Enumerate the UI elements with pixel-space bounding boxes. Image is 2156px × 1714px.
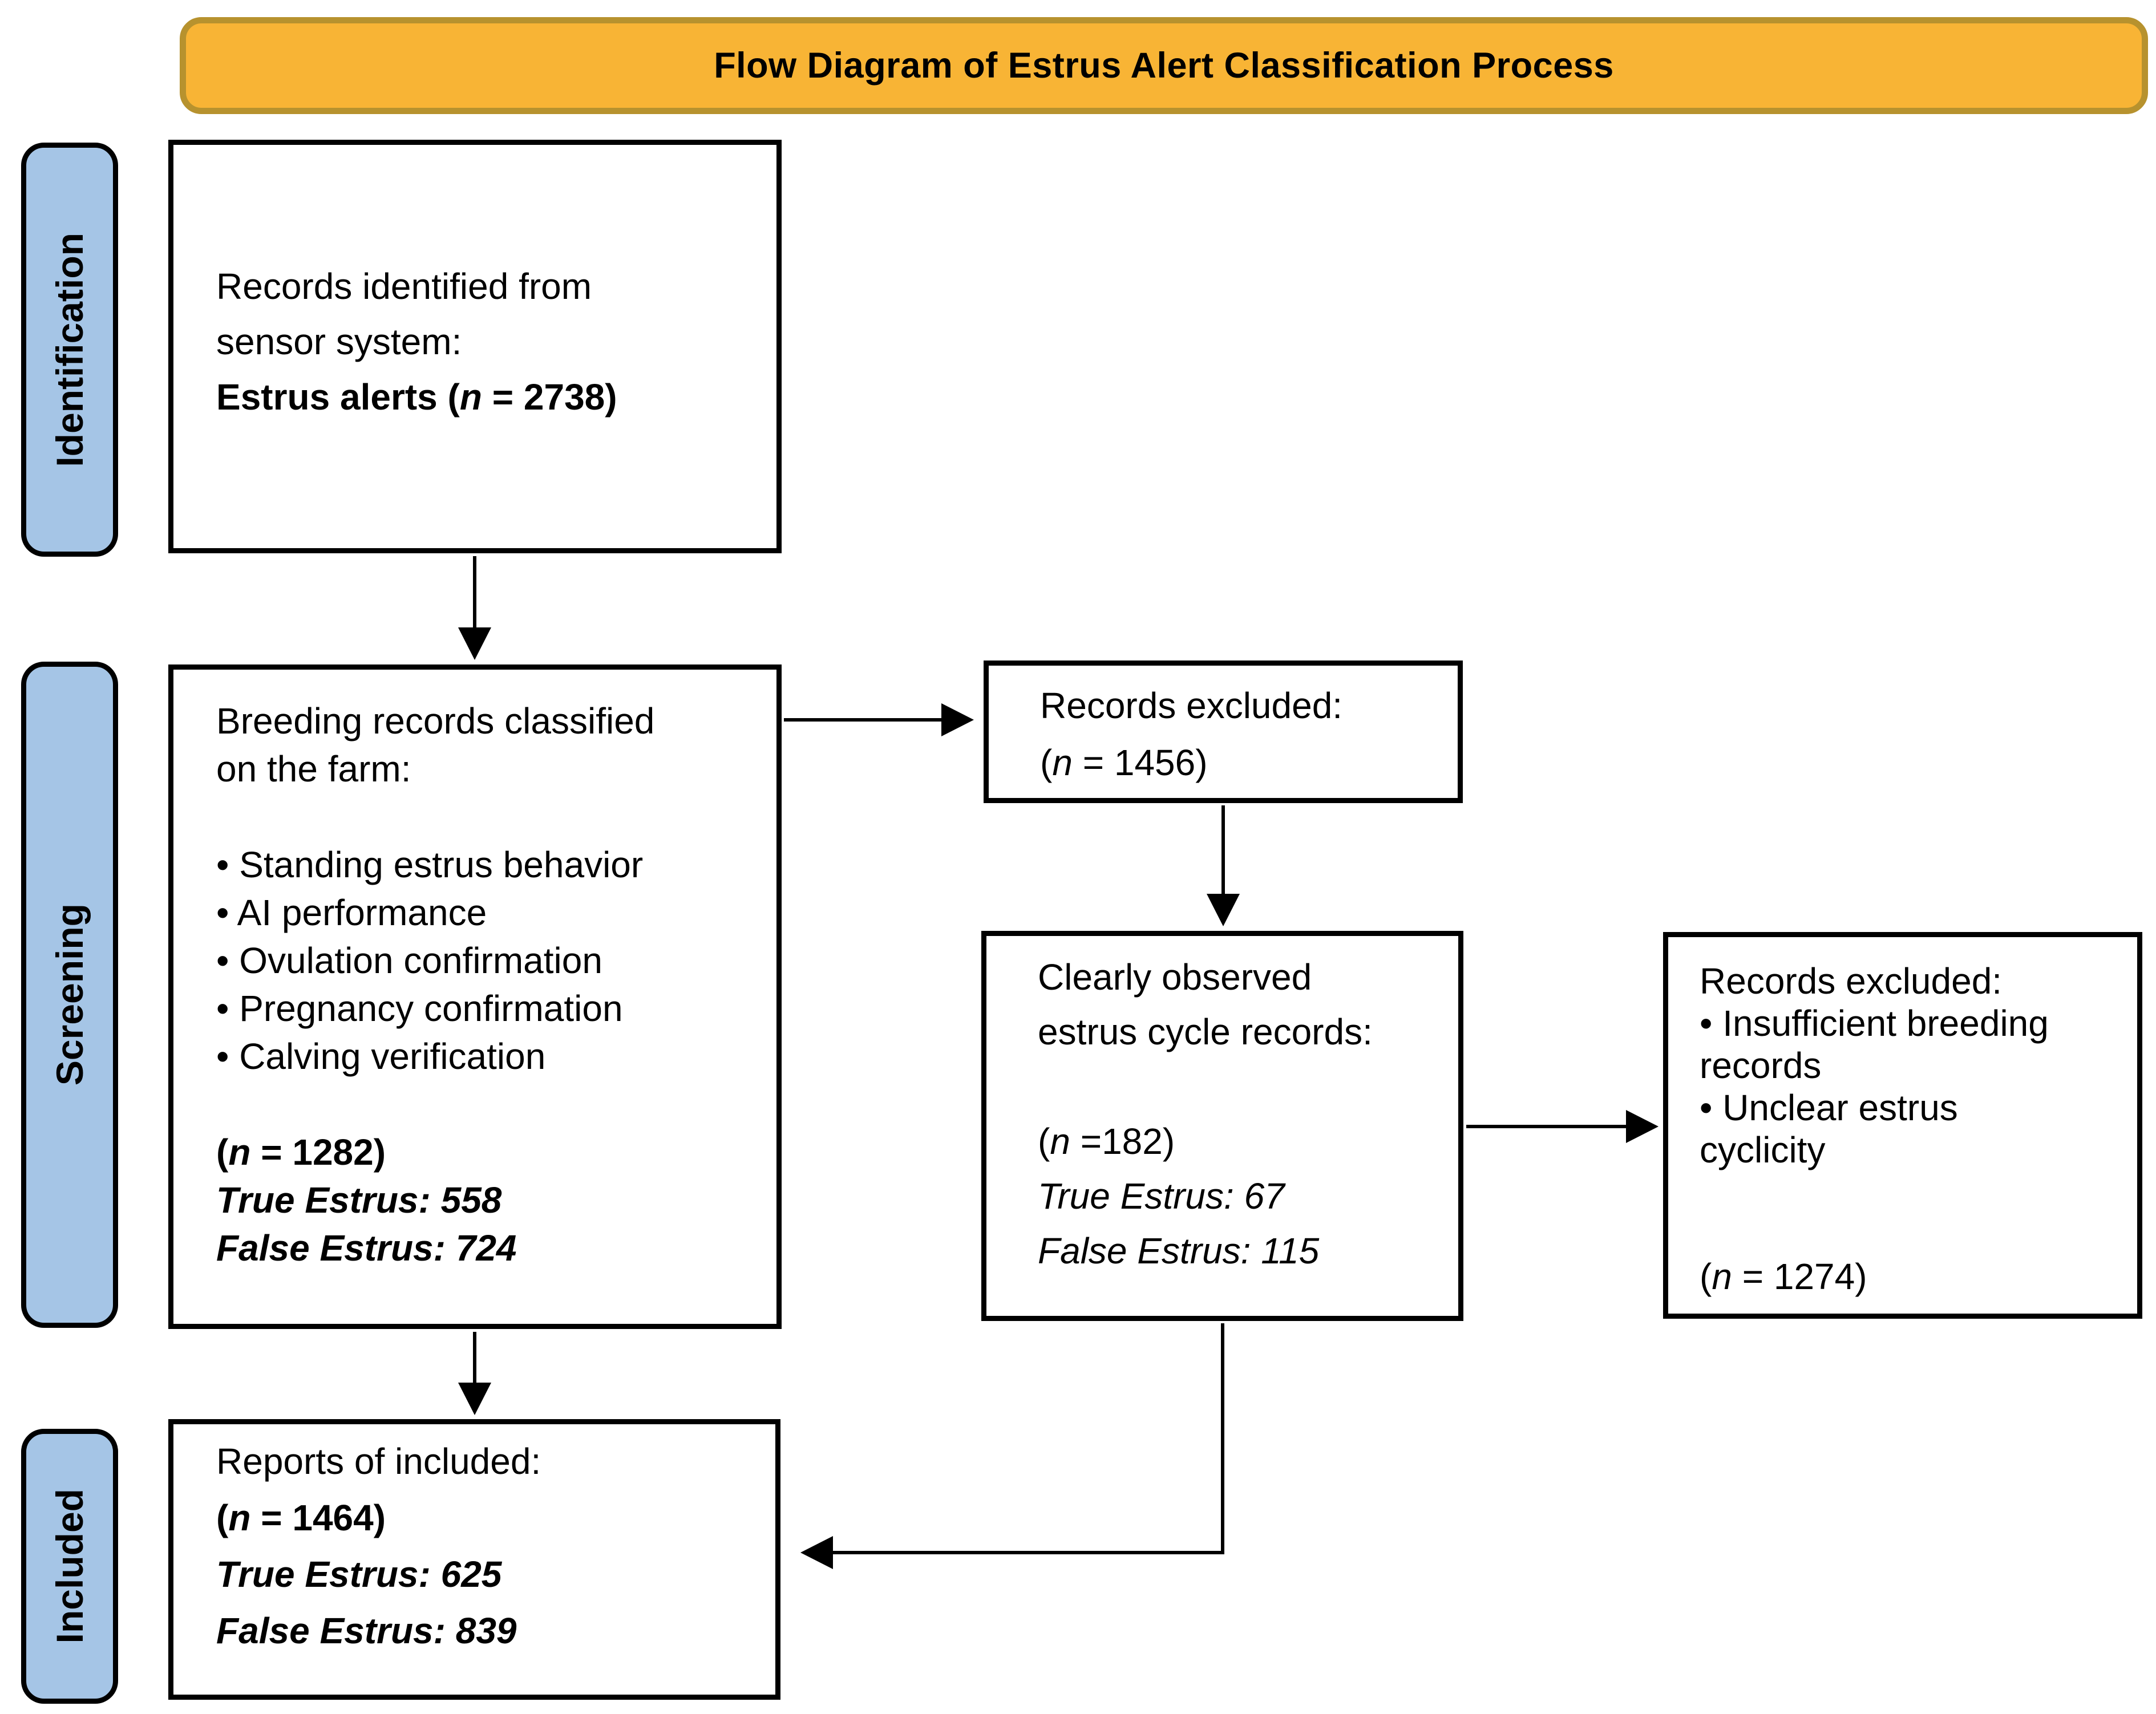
text-line: Records excluded:: [1040, 685, 1343, 726]
text-line: False Estrus: 724: [216, 1227, 517, 1269]
text-line: Records excluded:: [1700, 961, 2003, 1002]
text-line: on the farm:: [216, 748, 411, 789]
text-line: • AI performance: [216, 892, 487, 933]
arrow-excluded-to-clearly-observed: [1207, 805, 1240, 926]
title-banner: Flow Diagram of Estrus Alert Classificat…: [180, 17, 2148, 114]
text-line: • Unclear estrus: [1700, 1087, 1958, 1128]
box-clearly-observed-records: Clearly observed estrus cycle records: (n…: [981, 931, 1463, 1321]
arrow-breeding-to-included: [458, 1332, 491, 1415]
text-line: True Estrus: 625: [216, 1554, 502, 1595]
stage-label-text: Screening: [48, 903, 91, 1086]
text-line: • Standing estrus behavior: [216, 844, 644, 885]
arrow-clearly-observed-to-included: [800, 1323, 1224, 1569]
text-line: (n = 1464): [216, 1497, 386, 1538]
blank-line: [1038, 1059, 1447, 1114]
box-reports-included: Reports of included: (n = 1464) True Estru…: [168, 1419, 780, 1700]
text-line: • Insufficient breeding: [1700, 1003, 2049, 1044]
stage-label-included: Included: [21, 1429, 118, 1704]
text-line: Estrus alerts (n = 2738): [216, 376, 617, 418]
text-line: (n = 1274): [1700, 1256, 1867, 1297]
text-line: • Pregnancy confirmation: [216, 988, 623, 1029]
blank-line: [216, 793, 765, 841]
text-line: • Ovulation confirmation: [216, 940, 602, 981]
text-line: (n = 1282): [216, 1132, 386, 1173]
text-line: Breeding records classified: [216, 700, 655, 741]
text-line: False Estrus: 115: [1038, 1230, 1320, 1271]
arrow-clearly-observed-to-excluded-cyclicity: [1466, 1110, 1659, 1143]
stage-label-identification: Identification: [21, 143, 118, 557]
stage-label-screening: Screening: [21, 662, 118, 1328]
stage-label-text: Identification: [48, 232, 91, 467]
text-line: (n =182): [1038, 1121, 1175, 1162]
blank-line: [1700, 1171, 2126, 1213]
arrow-identified-to-breeding: [458, 556, 491, 660]
text-line: cyclicity: [1700, 1129, 1826, 1170]
text-line: (n = 1456): [1040, 742, 1208, 783]
box-records-excluded-screening: Records excluded: (n = 1456): [984, 661, 1463, 803]
stage-label-text: Included: [48, 1489, 91, 1644]
title-text: Flow Diagram of Estrus Alert Classificat…: [714, 46, 1614, 86]
text-line: • Calving verification: [216, 1036, 546, 1077]
text-line: True Estrus: 558: [216, 1180, 502, 1221]
text-line: Reports of included:: [216, 1441, 541, 1482]
arrow-breeding-to-excluded: [784, 703, 974, 736]
text-line: False Estrus: 839: [216, 1610, 517, 1651]
text-line: sensor system:: [216, 321, 462, 362]
blank-line: [216, 1080, 765, 1128]
text-line: records: [1700, 1045, 1822, 1086]
box-records-excluded-cyclicity: Records excluded:• Insufficient breeding…: [1663, 932, 2142, 1319]
text-line: Records identified from: [216, 266, 592, 307]
text-line: estrus cycle records:: [1038, 1011, 1373, 1052]
box-records-identified: Records identified from sensor system: Est…: [168, 140, 782, 553]
text-line: True Estrus: 67: [1038, 1176, 1285, 1217]
text-line: Clearly observed: [1038, 957, 1312, 998]
blank-line: [1700, 1213, 2126, 1255]
